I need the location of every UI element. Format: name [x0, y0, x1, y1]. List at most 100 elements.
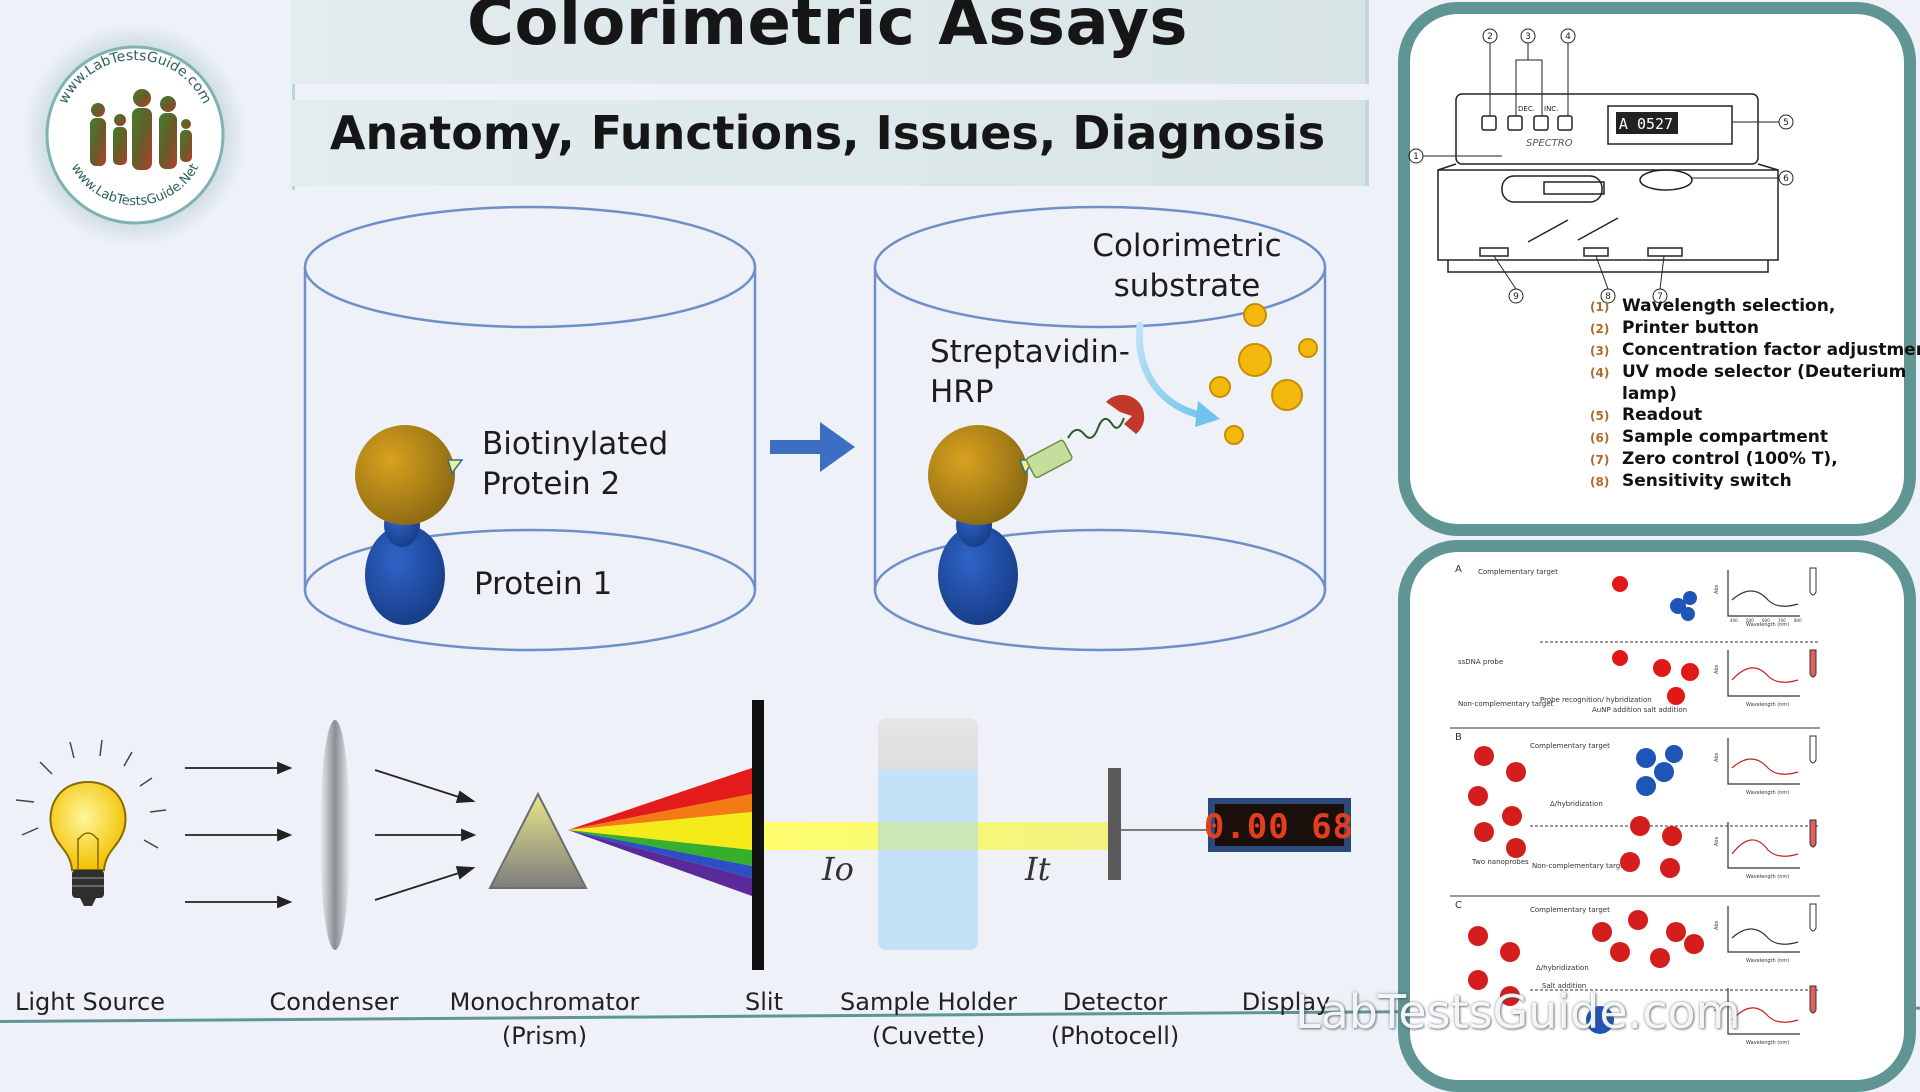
right-well [873, 205, 1327, 652]
lbl-complementary-target: Complementary target [1478, 568, 1558, 576]
nanoparticles [1468, 576, 1704, 1034]
axis-label-wavelength: Wavelength (nm) [1746, 1040, 1789, 1046]
axis-label-abs: Abs [1714, 664, 1720, 674]
lbl-hybridization-b: Δ/hybridization [1550, 800, 1603, 808]
lbl-aunp-addition: AuNP addition salt addition [1592, 706, 1687, 714]
lbl-two-nanoprobes: Two nanoprobes [1471, 858, 1529, 866]
lbl-probe-recognition: Probe recognition/ hybridization [1540, 696, 1652, 704]
callout-9: 9 [1513, 292, 1519, 302]
watermark-text: LabTestsGuide.com [1295, 985, 1741, 1039]
axis-label-wavelength: Wavelength (nm) [1746, 958, 1789, 964]
reaction-arrow-icon [1135, 321, 1214, 421]
condenser-lens-icon [320, 720, 350, 950]
label-monochromator: Monochromator [449, 988, 640, 1016]
legend-row: (4)UV mode selector (Deuterium [1590, 362, 1907, 382]
callout-5: 5 [1783, 118, 1789, 128]
colored-product-dots [1209, 303, 1318, 445]
light-rays [185, 761, 293, 909]
lbl-non-complementary-b: Non-complementary target [1532, 862, 1628, 870]
detector-plate [1108, 768, 1121, 880]
label-protein-2: Protein 2 [482, 466, 621, 502]
label-detector-sub: (Photocell) [1050, 1022, 1180, 1050]
axis-label-abs: Abs [1714, 836, 1720, 846]
brand-label: SPECTRO [1526, 138, 1573, 149]
label-slit: Slit [745, 988, 783, 1016]
legend-row: (5)Readout [1590, 405, 1703, 425]
axis-label-abs: Abs [1714, 920, 1720, 930]
readout-text: A 0527 [1619, 115, 1673, 133]
label-hrp: HRP [930, 374, 994, 410]
axis-label-abs: Abs [1714, 752, 1720, 762]
axis-label-wavelength: Wavelength (nm) [1746, 874, 1789, 880]
legend-row: lamp) [1622, 384, 1677, 404]
axis-label-wavelength: Wavelength (nm) [1746, 790, 1789, 796]
tick-label: 700 [1778, 618, 1786, 623]
label-substrate: substrate [1113, 268, 1261, 304]
spectrum-fan [568, 768, 752, 896]
lbl-complementary-target-b: Complementary target [1530, 742, 1610, 750]
label-light-source: Light Source [15, 988, 165, 1016]
lbl-hybridization-c: Δ/hybridization [1536, 964, 1589, 972]
display-value: 0.00 68 [1204, 807, 1354, 847]
spectrophotometer-drawing: A 0527 DEC. INC. SPECTRO 1 2 3 4 5 6 7 8… [1408, 28, 1794, 304]
nanoparticle-panel [1398, 540, 1916, 1092]
subtitle-banner: Anatomy, Functions, Issues, Diagnosis [290, 100, 1369, 186]
lbl-salt-addition: Salt addition [1542, 982, 1586, 990]
callout-8: 8 [1605, 292, 1611, 302]
callout-6: 6 [1783, 174, 1789, 184]
lbl-complementary-target-c: Complementary target [1530, 906, 1610, 914]
absorbance-plots [1727, 570, 1800, 1035]
label-sample-holder: Sample Holder [840, 988, 1017, 1016]
legend-row: (3)Concentration factor adjustment, [1590, 340, 1920, 360]
label-condenser: Condenser [269, 988, 399, 1016]
callout-7: 7 [1657, 292, 1663, 302]
light-bulb-icon [15, 739, 167, 906]
title-banner: Colorimetric Assays [290, 0, 1369, 84]
right-arrow-icon [770, 422, 855, 472]
axis-label-abs: Abs [1714, 1002, 1720, 1012]
slit-bar [752, 700, 764, 970]
family-icon [90, 89, 192, 170]
tick-label: 600 [1762, 618, 1770, 623]
section-a-label: A [1455, 564, 1462, 575]
spectro-diagram: 0.00 68 Io It [15, 700, 1354, 970]
legend-row: (1)Wavelength selection, [1590, 296, 1836, 316]
tick-label: 500 [1746, 618, 1754, 623]
axis-label-abs: Abs [1714, 584, 1720, 594]
callout-1: 1 [1413, 152, 1419, 162]
left-well [303, 205, 757, 652]
logo-badge: www.LabTestsGuide.com www.LabTestsGuide.… [23, 23, 247, 247]
axis-label-wavelength: Wavelength (nm) [1746, 702, 1789, 708]
it-label: It [1024, 850, 1051, 888]
callout-4: 4 [1565, 32, 1571, 42]
test-tube-icons [1809, 567, 1817, 1014]
axis-label-wavelength: Wavelength (nm) [1746, 622, 1789, 628]
header-accent-line [292, 0, 295, 190]
label-monochromator-sub: (Prism) [501, 1022, 588, 1050]
tick-label: 800 [1794, 618, 1802, 623]
page-title: Colorimetric Assays [467, 0, 1188, 60]
protein-complex-left [355, 425, 464, 625]
protein-complex-right [928, 394, 1145, 625]
lbl-ssdna-probe: ssDNA probe [1458, 658, 1503, 666]
legend-row: (2)Printer button [1590, 318, 1760, 338]
legend-row: (6)Sample compartment [1590, 427, 1828, 447]
converging-rays [374, 769, 477, 901]
label-sample-holder-sub: (Cuvette) [871, 1022, 986, 1050]
callout-3: 3 [1525, 32, 1531, 42]
label-protein-1: Protein 1 [474, 566, 613, 602]
label-display: Display [1241, 988, 1331, 1016]
prism-icon [488, 791, 588, 889]
lbl-non-complementary: Non-complementary target [1458, 700, 1554, 708]
nanoparticle-figure: A B C Complementary target ssDNA probe N… [1450, 564, 1820, 1046]
legend-row: (8)Sensitivity switch [1590, 471, 1792, 491]
callout-2: 2 [1487, 32, 1493, 42]
digital-display: 0.00 68 [1204, 798, 1354, 852]
label-biotinylated: Biotinylated [482, 426, 669, 462]
legend-row: (7)Zero control (100% T), [1590, 449, 1838, 469]
assay-diagram [303, 205, 1327, 652]
label-colorimetric: Colorimetric [1092, 228, 1282, 264]
instrument-panel [1398, 2, 1916, 536]
section-c-label: C [1455, 900, 1462, 911]
io-label: Io [821, 850, 854, 888]
